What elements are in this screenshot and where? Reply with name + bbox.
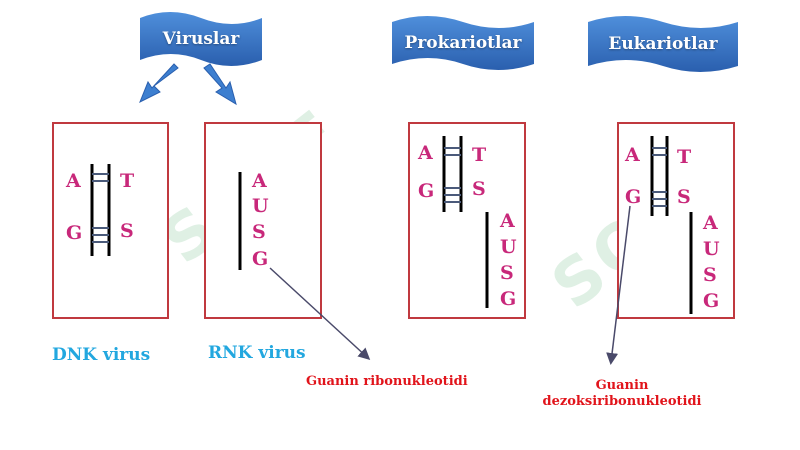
- prokariot-base-t: T: [472, 144, 487, 166]
- eukariot-box: A G T S A U S G: [617, 122, 735, 319]
- guanin-dezoksi-line1: Guanin: [595, 378, 649, 393]
- prokariot-base-g: G: [418, 180, 435, 202]
- eukariot-base-g: G: [625, 186, 642, 208]
- rnk-base-u: U: [252, 195, 269, 217]
- rna-single-strand-icon: [238, 172, 242, 270]
- banner-prokariotlar-label: Prokariotlar: [404, 33, 522, 53]
- banner-shape-icon: [588, 16, 738, 72]
- eukariot-rna-a: A: [703, 212, 718, 234]
- dna-double-strand-icon: [90, 164, 111, 256]
- guanin-ribonukleotidi-label: Guanin ribonukleotidi: [306, 374, 468, 389]
- banner-viruslar: Viruslar: [140, 10, 262, 68]
- banner-eukariotlar-label: Eukariotlar: [608, 34, 718, 54]
- prokariot-rna-u: U: [500, 236, 517, 258]
- dnk-virus-box: A G T S: [52, 122, 169, 319]
- prokariot-base-a: A: [418, 142, 433, 164]
- prokariot-base-s: S: [472, 178, 486, 200]
- rnk-base-g: G: [252, 248, 269, 270]
- rnk-virus-box: A U S G: [204, 122, 322, 319]
- eukariot-rna-s: S: [703, 264, 717, 286]
- eukariot-strands-icon: [650, 136, 693, 314]
- rnk-base-s: S: [252, 221, 266, 243]
- dnk-base-s: S: [120, 220, 134, 242]
- banner-shape-icon: [140, 12, 262, 66]
- prokariot-strands-icon: [442, 136, 489, 308]
- prokariot-rna-g: G: [500, 288, 517, 310]
- eukariot-base-a: A: [625, 144, 640, 166]
- rnk-base-a: A: [252, 170, 267, 192]
- banner-shape-icon: [392, 16, 534, 70]
- guanin-dezoksi-line2: dezoksiribonukleotidi: [542, 394, 702, 409]
- banner-viruslar-label: Viruslar: [162, 29, 240, 49]
- eukariot-rna-g: G: [703, 290, 720, 312]
- rnk-virus-caption: RNK virus: [208, 343, 306, 363]
- prokariot-box: A G T S A U S G: [408, 122, 526, 319]
- banner-prokariotlar: Prokariotlar: [392, 14, 534, 72]
- prokariot-rna-a: A: [500, 210, 515, 232]
- dnk-base-a: A: [66, 170, 81, 192]
- eukariot-base-t: T: [677, 146, 692, 168]
- split-arrows-icon: [139, 63, 237, 106]
- prokariot-rna-s: S: [500, 262, 514, 284]
- eukariot-rna-u: U: [703, 238, 720, 260]
- guanin-dezoksi-label: Guanin dezoksiribonukleotidi: [537, 378, 707, 410]
- banner-eukariotlar: Eukariotlar: [588, 14, 738, 74]
- dnk-virus-caption: DNK virus: [52, 345, 151, 365]
- dnk-base-g: G: [66, 222, 83, 244]
- dnk-base-t: T: [120, 170, 135, 192]
- eukariot-base-s: S: [677, 186, 691, 208]
